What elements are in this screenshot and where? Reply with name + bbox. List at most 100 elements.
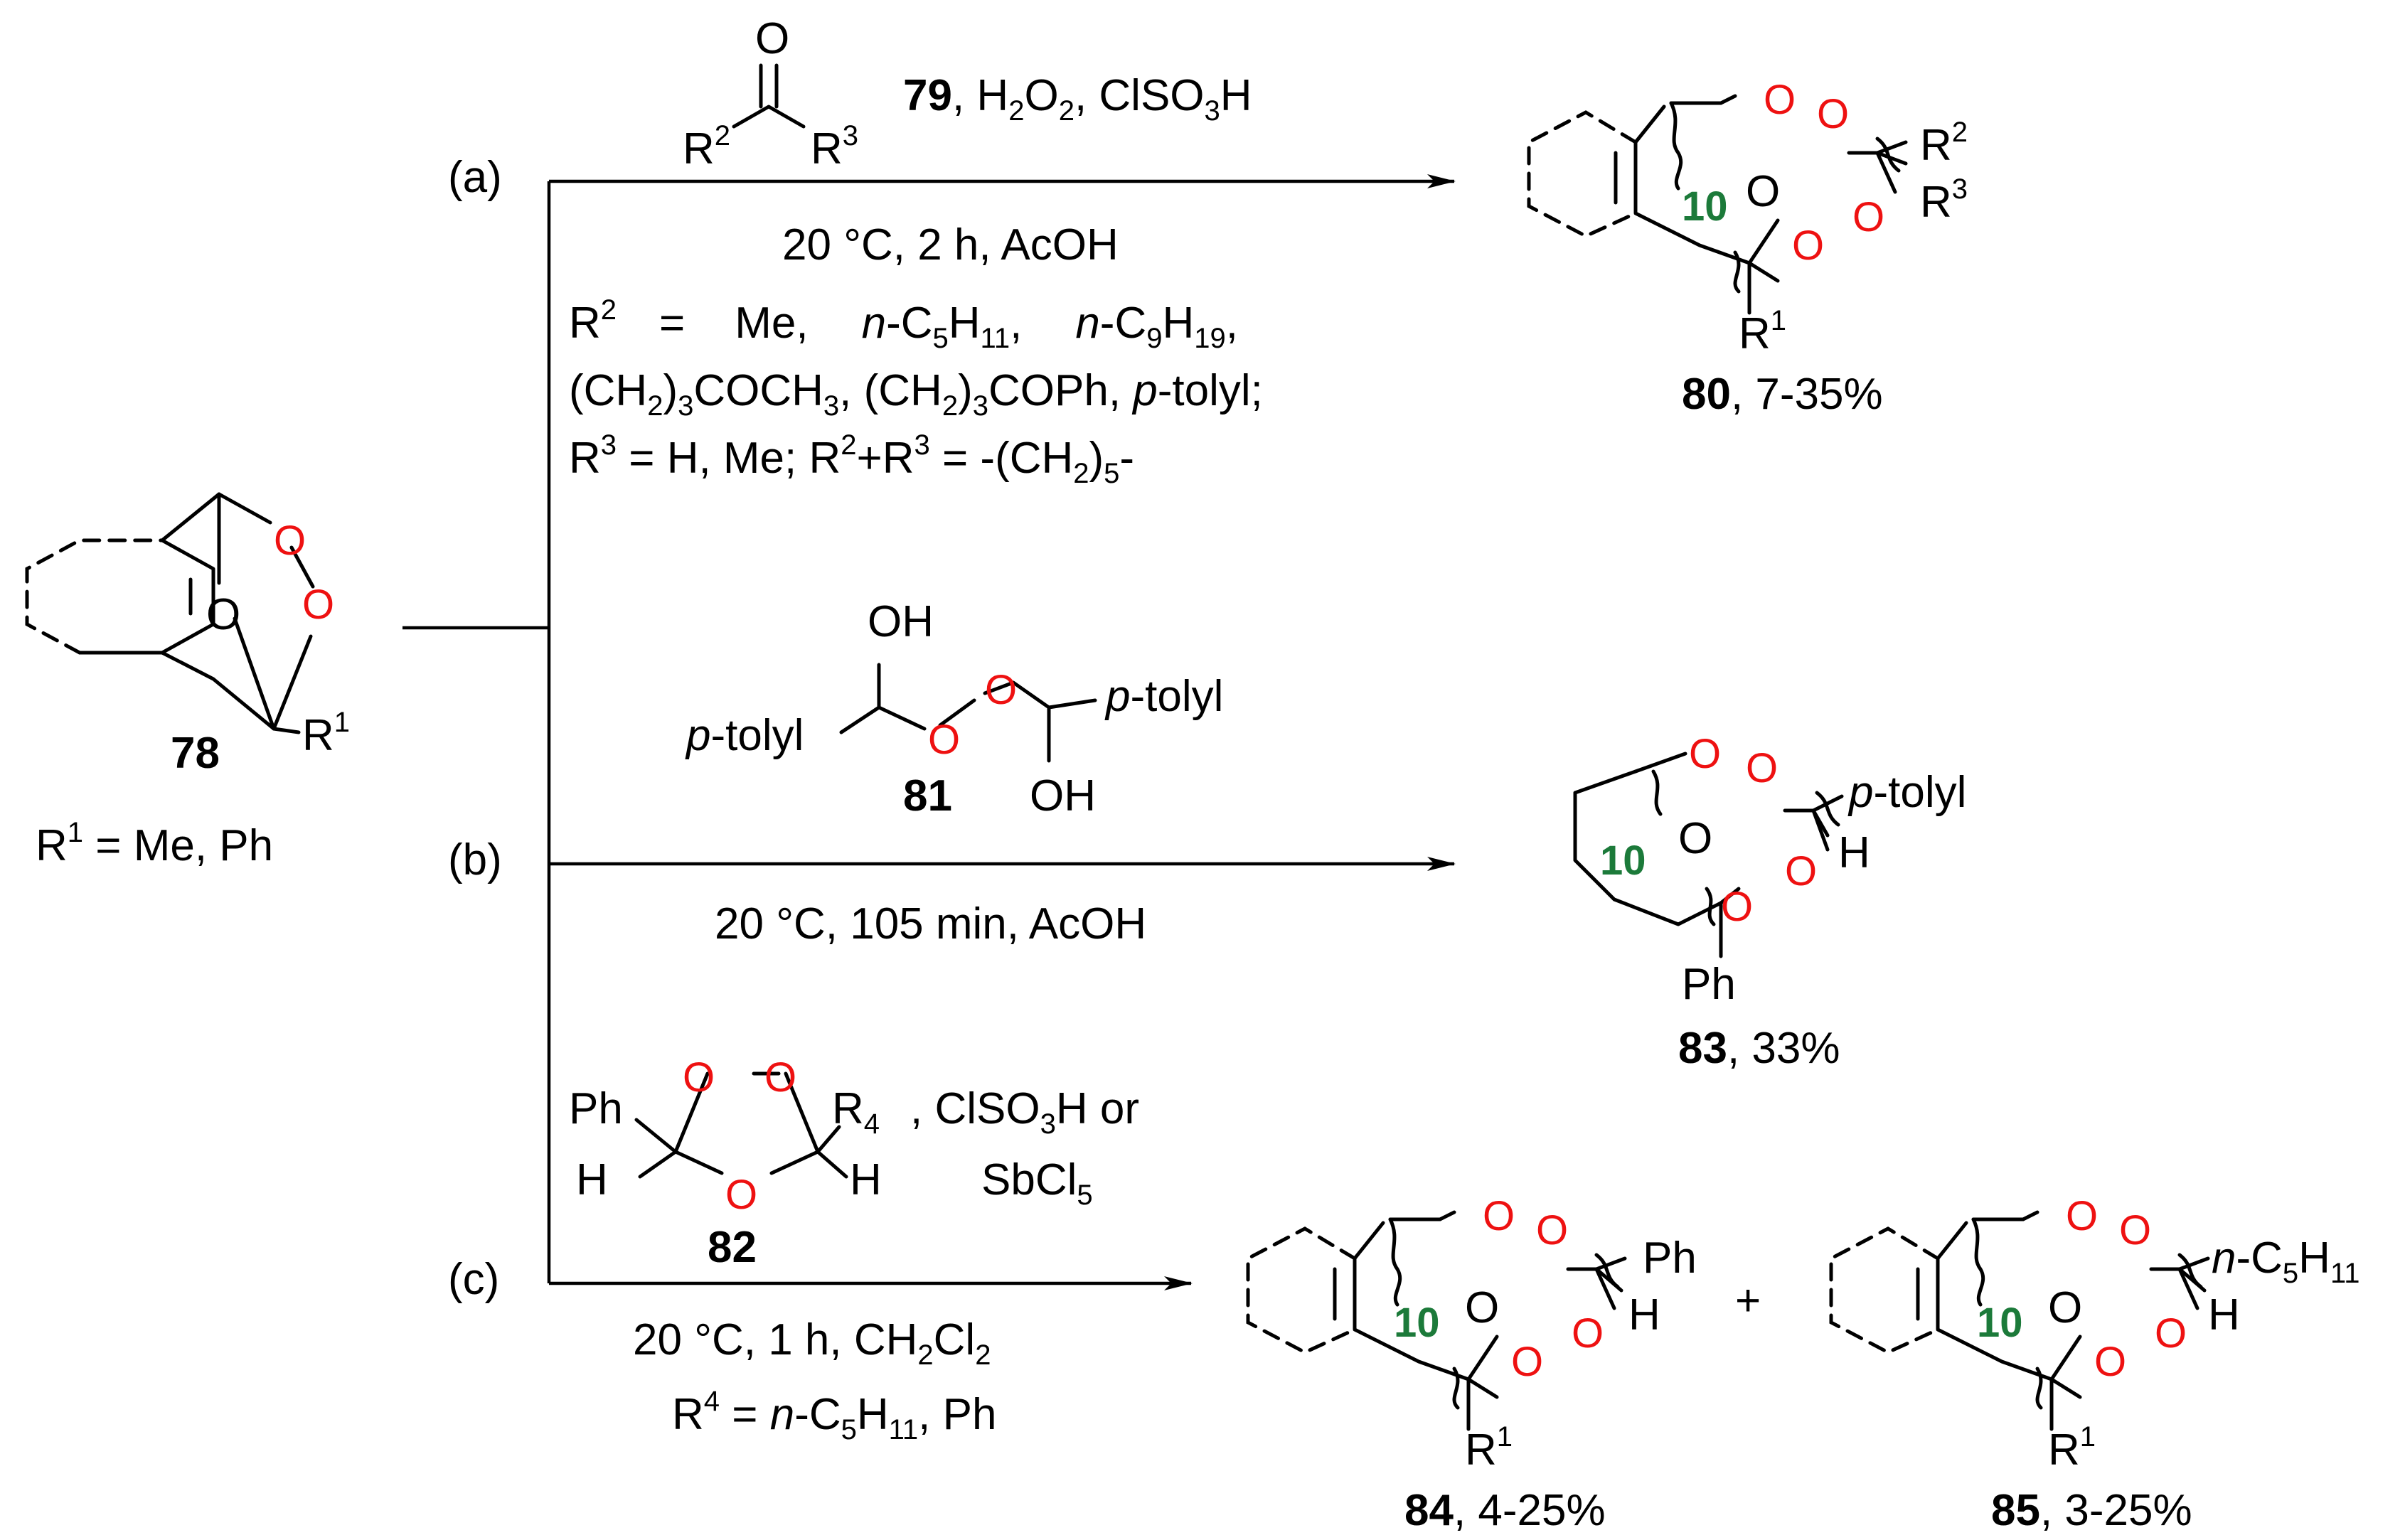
c81-label: 81	[903, 771, 952, 820]
c82-o3: O	[725, 1172, 757, 1218]
c81-tolyl-left: p-tolyl	[685, 711, 804, 760]
route-c-conditions: 20 °C, 1 h, CH2Cl2	[633, 1315, 991, 1371]
c80-o4: O	[1792, 223, 1824, 269]
route-a-r2-line1: R2=Me,n-C5H11,n-C9H19,	[569, 294, 1238, 354]
c81-peroxide-bond	[938, 698, 976, 727]
c78-o2: O	[302, 582, 334, 628]
c82-r4: R4	[832, 1084, 880, 1140]
c83-o-ring: O	[1678, 814, 1712, 863]
c83-h: H	[1838, 828, 1870, 877]
c78-o-bridge: O	[206, 590, 240, 639]
compound-80: O O O O O 10 R2 R3 R1 80, 7-35%	[1527, 77, 1968, 419]
c84-ring-size: 10	[1394, 1300, 1440, 1346]
c78-ring-solid	[78, 538, 215, 655]
compound-78: O O O R1 78 R1 = Me, Ph	[25, 492, 350, 870]
c85-o-ring: O	[2048, 1283, 2082, 1332]
c81-left-bonds	[839, 663, 927, 734]
c78-r1: R1	[302, 707, 350, 760]
c80-quaternary-bonds	[1747, 218, 1780, 315]
c79-carbonyl-o: O	[755, 14, 789, 63]
c82-ph: Ph	[569, 1084, 623, 1133]
c84-ring-solid	[1353, 1221, 1471, 1381]
c78-bridge-top	[160, 492, 272, 542]
c84-ring-dashed	[1246, 1226, 1357, 1354]
c79-reagents: 79, H2O2, ClSO3H	[903, 71, 1252, 127]
c83-wavy-3	[1815, 791, 1840, 827]
c80-o-ring: O	[1746, 167, 1780, 216]
c81-o1: O	[928, 717, 960, 763]
c83-subst-bonds	[1811, 794, 1844, 838]
c82-reagent-2: SbCl5	[981, 1155, 1093, 1211]
c84-wavy-3	[1594, 1253, 1620, 1289]
c81-right-bonds	[983, 680, 1097, 763]
c83-quaternary-bonds	[1719, 887, 1741, 958]
c83-wavy-2	[1705, 887, 1716, 926]
c80-wavy-2	[1733, 250, 1741, 294]
c81-tolyl-right: p-tolyl	[1104, 672, 1223, 721]
c83-o4: O	[1721, 884, 1753, 930]
c85-label-yield: 85, 3-25%	[1991, 1486, 2192, 1535]
c84-o-ring: O	[1465, 1283, 1499, 1332]
c84-wavy-2	[1452, 1367, 1460, 1410]
c81-o2: O	[985, 667, 1017, 713]
c82-h-left: H	[576, 1155, 608, 1204]
c83-o2: O	[1746, 745, 1778, 791]
c83-ph: Ph	[1682, 960, 1736, 1009]
c84-h: H	[1628, 1290, 1660, 1340]
c85-wavy-3	[2177, 1253, 2203, 1289]
c79-r3: R3	[811, 120, 858, 173]
c79-r2: R2	[683, 120, 730, 173]
c81-oh-bottom: OH	[1030, 771, 1096, 820]
route-a-conditions: 20 °C, 2 h, AcOH	[782, 220, 1119, 269]
c85-o4: O	[2094, 1339, 2126, 1385]
c82-o2: O	[764, 1054, 796, 1101]
c85-ring-solid	[1936, 1221, 2054, 1381]
c82-h-right: H	[850, 1155, 882, 1204]
c78-r1-bond	[272, 727, 301, 734]
c78-o1: O	[274, 518, 306, 564]
c83-label-yield: 83, 33%	[1678, 1024, 1840, 1073]
c85-bond-2	[1971, 1210, 2039, 1221]
c78-bridge-bottom	[160, 634, 313, 731]
compound-84: O O O O O 10 Ph H R1 84, 4-25%	[1246, 1193, 1697, 1535]
compound-83: O O O O O 10 p-tolyl H Ph 83, 33%	[1573, 731, 1966, 1073]
c84-r1: R1	[1465, 1421, 1513, 1475]
c83-ring-bonds	[1573, 769, 1723, 926]
c80-label-yield: 80, 7-35%	[1682, 370, 1883, 419]
c80-bond-2	[1669, 94, 1737, 105]
c84-bond-2	[1388, 1210, 1456, 1221]
reagent-81: OH O O p-tolyl p-tolyl OH 81	[685, 597, 1223, 820]
c84-quaternary-bonds	[1466, 1335, 1499, 1431]
route-a-label: (a)	[448, 153, 502, 202]
c82-label: 82	[708, 1223, 757, 1272]
branch-arrows	[402, 174, 1456, 1290]
c82-reagent-1: , ClSO3H or	[910, 1084, 1139, 1140]
c80-wavy-3	[1875, 137, 1901, 173]
c80-r2r3-bonds	[1875, 140, 1908, 166]
c84-label-yield: 84, 4-25%	[1404, 1486, 1606, 1535]
route-b-conditions: 20 °C, 105 min, AcOH	[715, 899, 1146, 948]
c84-wavy-1	[1388, 1217, 1402, 1307]
route-b-label: (b)	[448, 835, 502, 884]
c85-wavy-1	[1971, 1217, 1985, 1307]
plus-sign: +	[1735, 1276, 1761, 1325]
c83-peroxide-ring	[1783, 808, 1830, 852]
c85-wavy-2	[2035, 1367, 2043, 1410]
c80-ring-size: 10	[1682, 183, 1728, 230]
c85-r1: R1	[2048, 1421, 2096, 1475]
c78-bridge-o-down	[233, 616, 276, 731]
compound-85: O O O O O 10 n-C5H11 H R1 85, 3-25%	[1829, 1193, 2359, 1535]
c82-left-bonds	[634, 1071, 724, 1179]
c83-bond-1	[1633, 752, 1687, 774]
c80-o2: O	[1817, 91, 1849, 137]
c78-ring-dashed	[25, 538, 164, 655]
c85-o3: O	[2155, 1310, 2187, 1357]
c85-subst-bonds	[2177, 1256, 2210, 1293]
route-c-label: (c)	[448, 1255, 499, 1304]
c80-o3: O	[1852, 194, 1884, 240]
c85-quaternary-bonds	[2049, 1335, 2082, 1431]
c80-r1: R1	[1739, 305, 1786, 358]
c84-o4: O	[1511, 1339, 1543, 1385]
reagent-82: O O O Ph H H R4 82 , ClSO3H or SbCl5	[569, 1054, 1139, 1272]
c84-o3: O	[1572, 1310, 1604, 1357]
